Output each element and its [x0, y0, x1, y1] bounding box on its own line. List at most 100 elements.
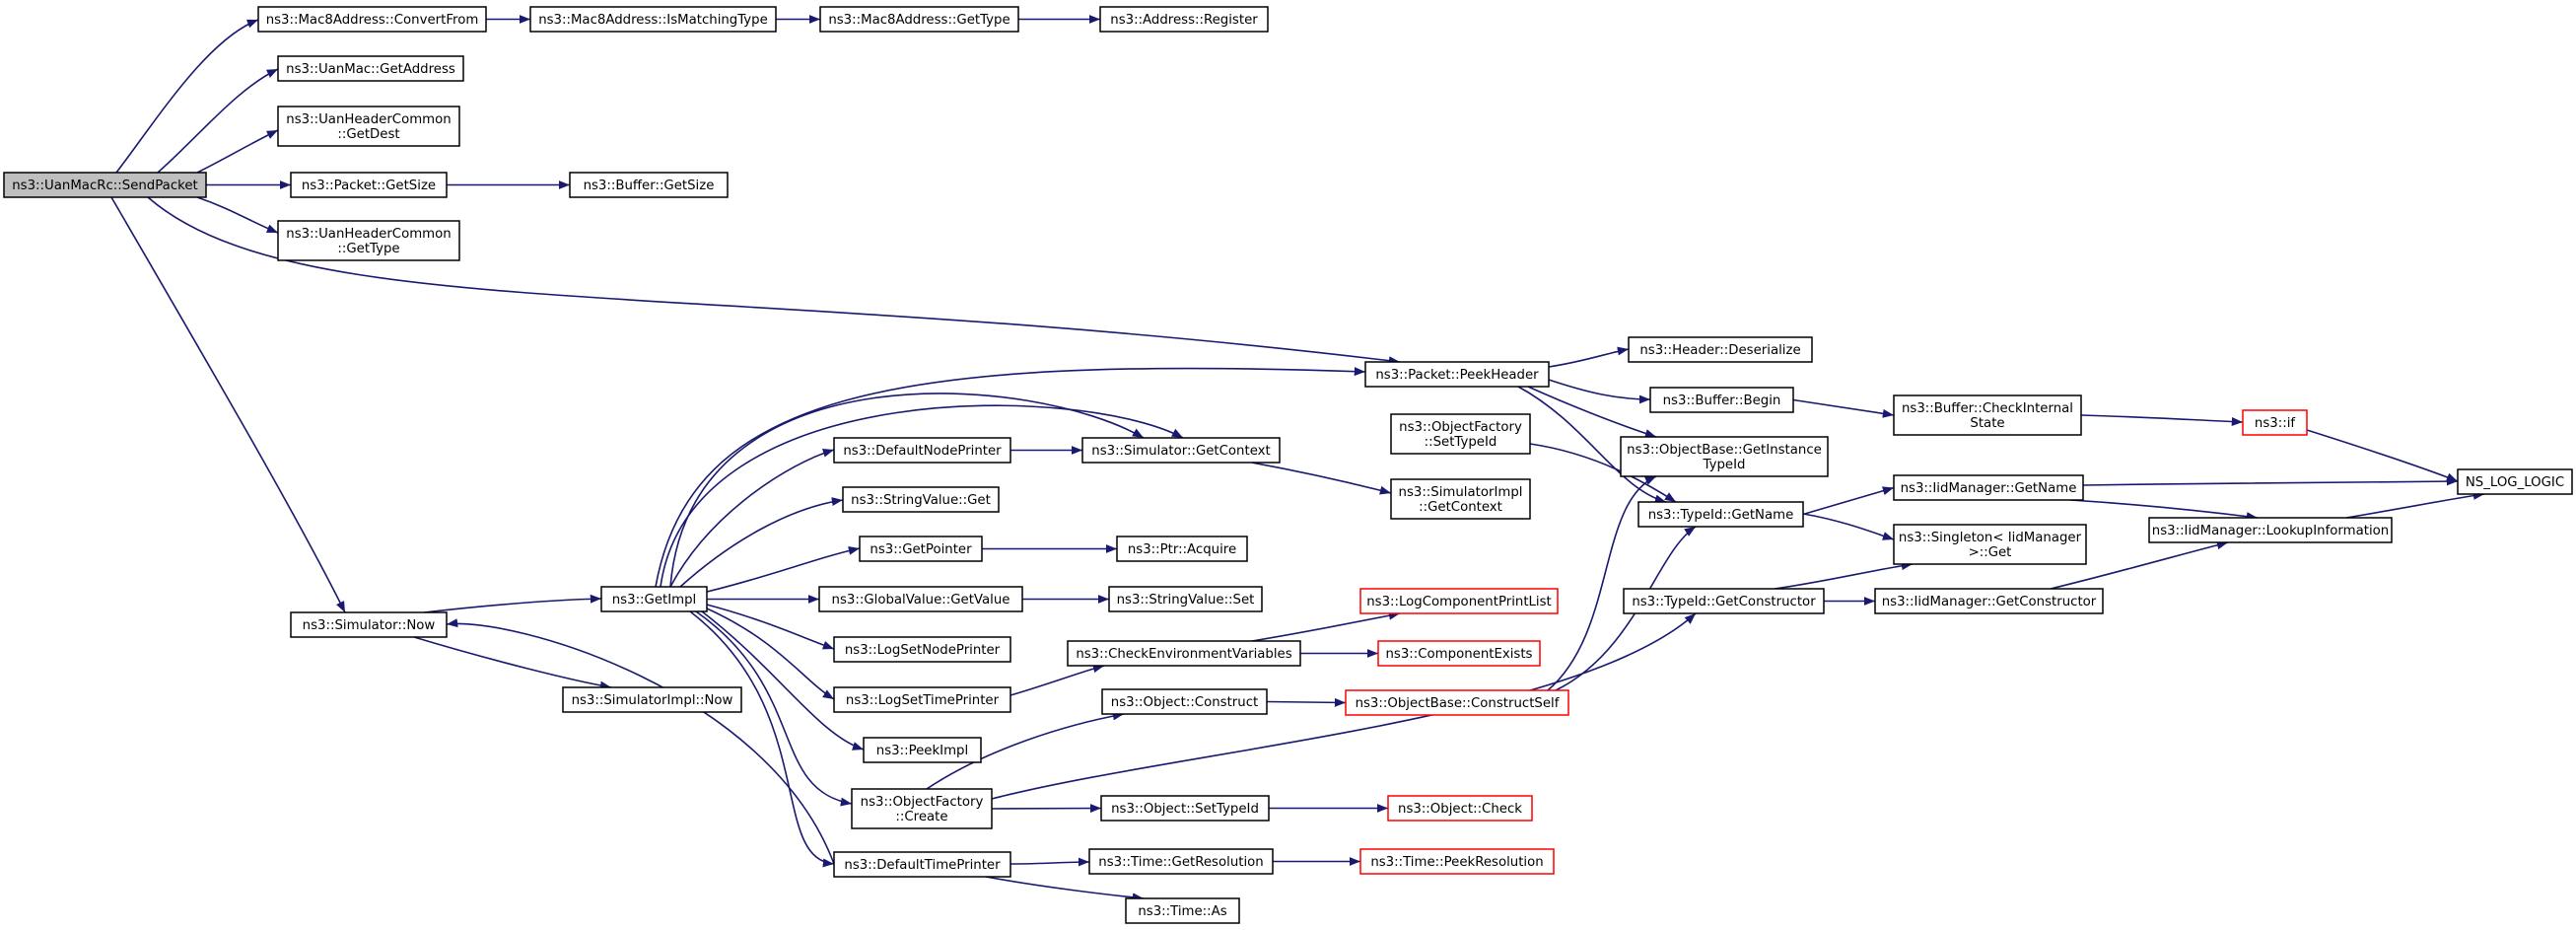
node-label: ::SetTypeId [1425, 435, 1497, 450]
node-hdrgettype[interactable]: ns3::UanHeaderCommon::GetType [277, 220, 460, 261]
node-box [290, 172, 448, 198]
node-bufferbegin[interactable]: ns3::Buffer::Begin [1649, 387, 1794, 413]
edge-simulatornow-simimplnow [413, 636, 612, 690]
node-getimpl[interactable]: ns3::GetImpl [600, 586, 708, 612]
node-label: >::Get [1969, 545, 2012, 560]
node-logcomponentprintlist[interactable]: ns3::LogComponentPrintList [1359, 588, 1559, 614]
node-logsetnodeprinter[interactable]: ns3::LogSetNodePrinter [833, 636, 1011, 663]
node-box [833, 437, 1011, 464]
node-box [863, 737, 982, 763]
node-label: ns3::CheckEnvironmentVariables [1076, 647, 1291, 662]
node-nsif[interactable]: ns3::if [2242, 409, 2308, 436]
node-objectcheck[interactable]: ns3::Object::Check [1387, 795, 1533, 822]
node-box [600, 586, 708, 612]
node-stringvalueset[interactable]: ns3::StringValue::Set [1108, 586, 1263, 612]
node-defaulttimeprinter[interactable]: ns3::DefaultTimePrinter [833, 851, 1011, 878]
node-hdrgetdest[interactable]: ns3::UanHeaderCommon::GetDest [277, 106, 460, 147]
node-label: ns3::Packet::GetSize [302, 179, 436, 193]
node-box [1874, 588, 2104, 614]
edge-sendpacket-convertfrom [115, 19, 259, 174]
node-ofcreate[interactable]: ns3::ObjectFactory::Create [851, 788, 993, 829]
node-label: ns3::Packet::PeekHeader [1375, 368, 1539, 383]
node-logsettimeprinter[interactable]: ns3::LogSetTimePrinter [833, 686, 1011, 713]
node-box [1893, 524, 2087, 565]
node-typeidgetctor[interactable]: ns3::TypeId::GetConstructor [1623, 588, 1825, 614]
node-box [277, 106, 460, 147]
node-label: ns3::Simulator::Now [303, 618, 436, 633]
edge-getimpl-peekheader [655, 367, 1366, 588]
node-globalvaluegetvalue[interactable]: ns3::GlobalValue::GetValue [818, 586, 1023, 612]
node-label: ns3::GetImpl [612, 593, 696, 608]
node-label: ns3::ComponentExists [1385, 647, 1532, 662]
node-simulatornow[interactable]: ns3::Simulator::Now [290, 611, 448, 638]
node-box [1100, 795, 1270, 822]
node-objectsettypeid[interactable]: ns3::Object::SetTypeId [1100, 795, 1270, 822]
node-peekimpl[interactable]: ns3::PeekImpl [863, 737, 982, 763]
node-iidgetname[interactable]: ns3::IidManager::GetName [1893, 474, 2084, 501]
node-componentexists[interactable]: ns3::ComponentExists [1377, 640, 1541, 667]
node-checkenv[interactable]: ns3::CheckEnvironmentVariables [1067, 640, 1301, 667]
node-box [1067, 640, 1301, 667]
node-box [1377, 640, 1541, 667]
node-ofsettypeid[interactable]: ns3::ObjectFactory::SetTypeId [1390, 413, 1531, 455]
node-box [1628, 336, 1813, 363]
node-convertfrom[interactable]: ns3::Mac8Address::ConvertFrom [257, 6, 487, 33]
node-nslog[interactable]: NS_LOG_LOGIC [2457, 468, 2573, 495]
node-deserialize[interactable]: ns3::Header::Deserialize [1628, 336, 1813, 363]
node-label: ::GetDest [337, 127, 399, 142]
node-box [1345, 689, 1569, 716]
node-label: ns3::ObjectFactory [861, 795, 984, 810]
node-typeidgetname[interactable]: ns3::TypeId::GetName [1637, 501, 1804, 528]
node-box [3, 172, 207, 198]
node-box [2148, 517, 2393, 543]
edge-defaulttimeprinter-timeas [985, 876, 1145, 902]
node-ptracquire[interactable]: ns3::Ptr::Acquire [1116, 536, 1248, 562]
node-uanmacgetaddress[interactable]: ns3::UanMac::GetAddress [277, 55, 464, 82]
node-timeas[interactable]: ns3::Time::As [1125, 897, 1240, 924]
node-simimplgetcontext[interactable]: ns3::SimulatorImpl::GetContext [1390, 478, 1531, 520]
node-getpointer[interactable]: ns3::GetPointer [859, 536, 983, 562]
node-defaultnodeprinter[interactable]: ns3::DefaultNodePrinter [833, 437, 1011, 464]
node-box [842, 486, 1000, 513]
node-sendpacket[interactable]: ns3::UanMacRc::SendPacket [3, 172, 207, 198]
node-label: ns3::LogSetTimePrinter [846, 693, 1000, 708]
node-objectconstruct[interactable]: ns3::Object::Construct [1101, 688, 1268, 715]
edge-simulatornow-getimpl [423, 594, 602, 613]
node-box [1620, 436, 1829, 477]
edge-objectconstruct-constructself [1266, 697, 1347, 707]
node-timegetresolution[interactable]: ns3::Time::GetResolution [1088, 848, 1274, 875]
node-lookupinfo[interactable]: ns3::IidManager::LookupInformation [2148, 517, 2393, 543]
node-ismatchingtype[interactable]: ns3::Mac8Address::IsMatchingType [529, 6, 777, 33]
node-mac8gettype[interactable]: ns3::Mac8Address::GetType [819, 6, 1019, 33]
node-label: ns3::Ptr::Acquire [1128, 542, 1236, 557]
node-label: ns3::Buffer::Begin [1663, 393, 1781, 408]
node-box [1623, 588, 1825, 614]
node-label: ns3::IidManager::LookupInformation [2152, 524, 2389, 538]
node-peekheader[interactable]: ns3::Packet::PeekHeader [1364, 361, 1550, 388]
node-label: ns3::Buffer::CheckInternal [1902, 401, 2073, 416]
node-box [1101, 688, 1268, 715]
edge-simgetcontext-simimplgetcontext [1251, 462, 1392, 495]
node-label: ns3::DefaultNodePrinter [843, 444, 1002, 459]
edge-logsettimeprinter-checkenv [1010, 664, 1105, 696]
node-addrregister[interactable]: ns3::Address::Register [1099, 6, 1269, 33]
node-singletonget[interactable]: ns3::Singleton< IidManager>::Get [1893, 524, 2087, 565]
node-label: ns3::TypeId::GetName [1648, 508, 1794, 523]
node-simimplnow[interactable]: ns3::SimulatorImpl::Now [562, 686, 742, 713]
node-label: ns3::Mac8Address::GetType [828, 13, 1010, 28]
node-packetgetsize[interactable]: ns3::Packet::GetSize [290, 172, 448, 198]
node-buffergetsize[interactable]: ns3::Buffer::GetSize [569, 172, 729, 198]
node-constructself[interactable]: ns3::ObjectBase::ConstructSelf [1345, 689, 1569, 716]
node-label: ns3::LogSetNodePrinter [845, 643, 1001, 658]
node-simgetcontext[interactable]: ns3::Simulator::GetContext [1081, 437, 1281, 464]
node-stringvalueget[interactable]: ns3::StringValue::Get [842, 486, 1000, 513]
node-iidgetctor[interactable]: ns3::IidManager::GetConstructor [1874, 588, 2104, 614]
node-label: ns3::LogComponentPrintList [1366, 595, 1552, 609]
node-timepeekresolution[interactable]: ns3::Time::PeekResolution [1359, 848, 1555, 875]
node-label: State [1970, 416, 2004, 431]
node-label: ns3::UanMac::GetAddress [286, 62, 455, 77]
node-box [1099, 6, 1269, 33]
node-label: ns3::ObjectFactory [1399, 420, 1522, 435]
